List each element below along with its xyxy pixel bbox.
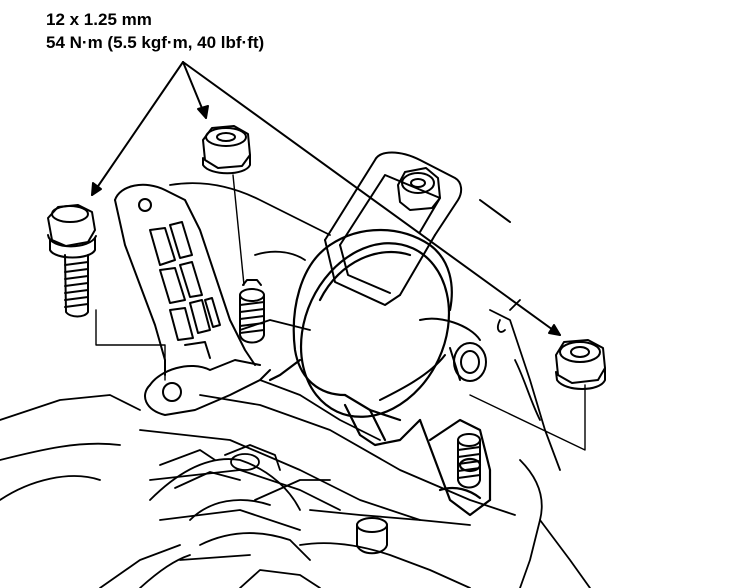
- hand-with-wrench-icon: [140, 445, 330, 588]
- callout-leaders: [92, 62, 560, 335]
- engine-housing: [0, 183, 590, 588]
- fastener-size-label: 12 x 1.25 mm: [46, 10, 152, 29]
- flange-nut-icon: [556, 340, 605, 389]
- engine-mount-bracket-icon: [115, 185, 270, 415]
- flange-bolt-icon: [48, 205, 96, 317]
- stud-bolt-icon: [240, 280, 264, 343]
- flange-nut-icon: [203, 126, 250, 173]
- dowel-pin-icon: [357, 518, 387, 553]
- bushing-stud-icon: [380, 319, 486, 400]
- stud-bolt-icon: [458, 434, 480, 488]
- mount-bushing-icon: [270, 219, 490, 515]
- flange-nut-icon: [398, 168, 440, 210]
- upper-mount-bracket-icon: [325, 153, 461, 306]
- torque-spec-label: 54 N·m (5.5 kgf·m, 40 lbf·ft): [46, 33, 265, 52]
